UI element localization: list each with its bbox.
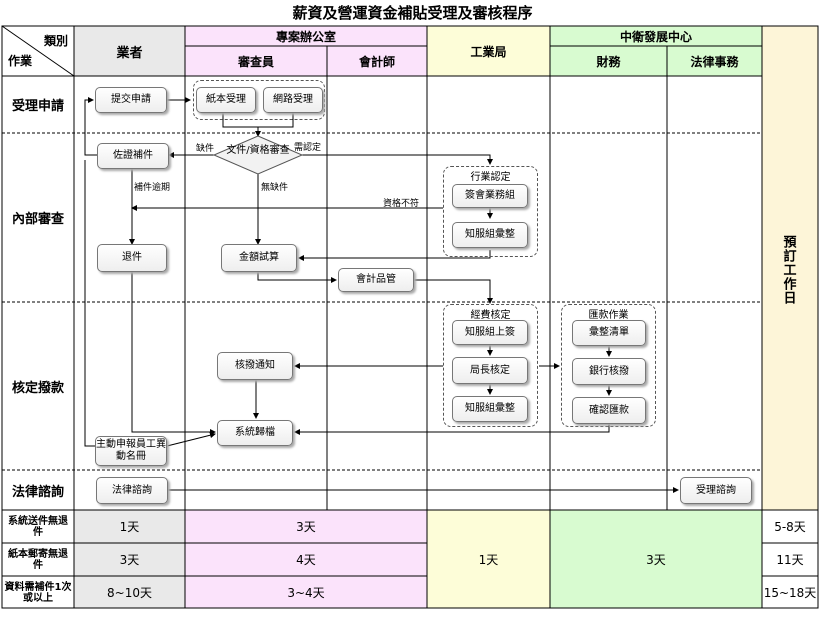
group-budget-check-label: 經費核定 [470, 310, 511, 321]
lane-internal: 內部審查 [11, 212, 64, 227]
header-industry-bg [427, 26, 550, 76]
group-remit-work [561, 304, 656, 427]
supplement-box[interactable]: 佐證補件 [97, 143, 169, 169]
timing-industry: 1天 [478, 552, 499, 567]
timing-office-bg [185, 510, 427, 608]
accounting-qc-box[interactable]: 會計品管 [338, 268, 414, 292]
confirm-remit-box[interactable]: 確認匯款 [572, 397, 646, 424]
lane-approve: 核定撥款 [11, 380, 64, 396]
corner-type-label: 類別 [43, 33, 68, 48]
col-business: 業者 [116, 45, 143, 61]
timing-row-2-total: 11天 [776, 553, 804, 567]
note-complete: 無缺件 [261, 183, 289, 193]
amount-calc-box[interactable]: 金額試算 [221, 244, 297, 272]
timing-business-bg [74, 510, 185, 608]
online-accept-box[interactable]: 網路受理 [263, 87, 323, 113]
timing-row-1-business: 1天 [119, 520, 140, 534]
group-budget-check [443, 304, 538, 427]
lane-consult: 法律諮詢 [11, 484, 64, 500]
return-box[interactable]: 退件 [97, 244, 167, 272]
note-ineligible: 資格不符 [383, 199, 420, 209]
header-business-bg [74, 26, 185, 76]
col-workday: 預訂工作日 [780, 235, 796, 305]
knowledge-summary-box[interactable]: 知服組彙整 [452, 222, 528, 248]
bank-allocate-box[interactable]: 銀行核撥 [572, 358, 646, 385]
timing-row-1-label: 系統送件無退件 [8, 516, 68, 538]
timing-row-3-office: 3~4天 [287, 585, 325, 600]
timing-row-3-label: 資料需補件1次或以上 [4, 582, 72, 604]
col-accountant: 會計師 [358, 54, 395, 69]
paper-accept-box[interactable]: 紙本受理 [196, 87, 256, 113]
timing-center-bg [550, 510, 762, 608]
col-finance: 財務 [596, 54, 621, 69]
note-missing: 缺件 [196, 144, 215, 154]
director-approve-box[interactable]: 局長核定 [452, 357, 528, 384]
header-center-bg [550, 26, 762, 76]
allocation-notice-box[interactable]: 核撥通知 [217, 352, 293, 380]
timing-center: 3天 [646, 552, 666, 567]
diagram-title: 薪資及營運資金補貼受理及審核程序 [292, 4, 533, 22]
note-overdue: 補件逾期 [134, 183, 171, 193]
review-decision-label: 文件/資格審查 [226, 145, 290, 156]
col-office: 專案辦公室 [275, 29, 336, 44]
commerce-sign-box[interactable]: 簽會業務組 [452, 184, 528, 208]
active-report-box[interactable]: 主動申報員工異動名冊 [95, 436, 167, 466]
timing-row-1-total: 5-8天 [774, 520, 806, 534]
group-remit-work-label: 匯款作業 [588, 310, 629, 321]
col-reviewer: 審查員 [237, 54, 274, 69]
timing-row-3-total: 15~18天 [763, 585, 817, 600]
submit-application-box[interactable]: 提交申請 [95, 87, 167, 113]
col-center: 中衛發展中心 [619, 29, 692, 44]
timing-row-3-business: 8~10天 [107, 585, 152, 600]
header-office-bg [185, 26, 427, 76]
group-accept-channels [193, 80, 325, 120]
workday-column-bg [762, 26, 818, 510]
lane-accept: 受理申請 [11, 99, 64, 114]
timing-industry-bg [427, 510, 550, 608]
timing-row-2-business: 3天 [119, 553, 140, 567]
group-industry-certify [443, 166, 538, 257]
system-archive-box[interactable]: 系統歸檔 [217, 420, 293, 446]
group-industry-certify-label: 行業認定 [470, 172, 511, 183]
legal-consult-box[interactable]: 法律諮詢 [96, 477, 168, 504]
corner-work-label: 作業 [7, 53, 32, 68]
accept-consult-box[interactable]: 受理諮詢 [680, 477, 752, 504]
timing-row-2-office: 4天 [296, 553, 316, 567]
review-decision-diamond [212, 135, 304, 175]
remit-list-box[interactable]: 彙整清單 [572, 320, 646, 346]
knowledge-sign-box[interactable]: 知服組上簽 [452, 320, 528, 345]
col-industry-bureau: 工業局 [470, 44, 507, 59]
timing-row-1-office: 3天 [296, 520, 316, 534]
timing-row-2-label: 紙本郵寄無退件 [8, 549, 68, 571]
note-need-certify: 需認定 [294, 143, 322, 153]
knowledge-summary-2-box[interactable]: 知服組彙整 [452, 396, 528, 422]
col-legal: 法律事務 [690, 54, 739, 69]
